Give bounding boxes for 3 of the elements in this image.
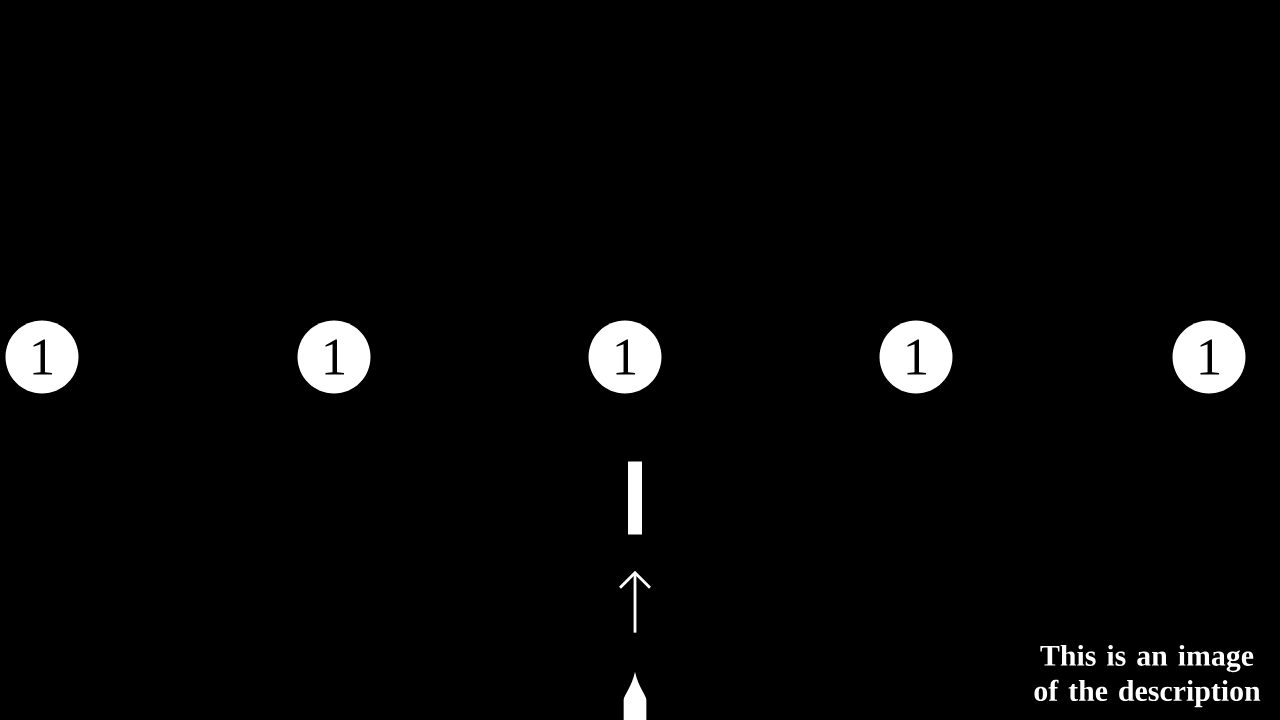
- drop-shape: [623, 671, 647, 720]
- bar: [628, 461, 642, 535]
- caption-text: This is an image of the description: [1034, 644, 1261, 708]
